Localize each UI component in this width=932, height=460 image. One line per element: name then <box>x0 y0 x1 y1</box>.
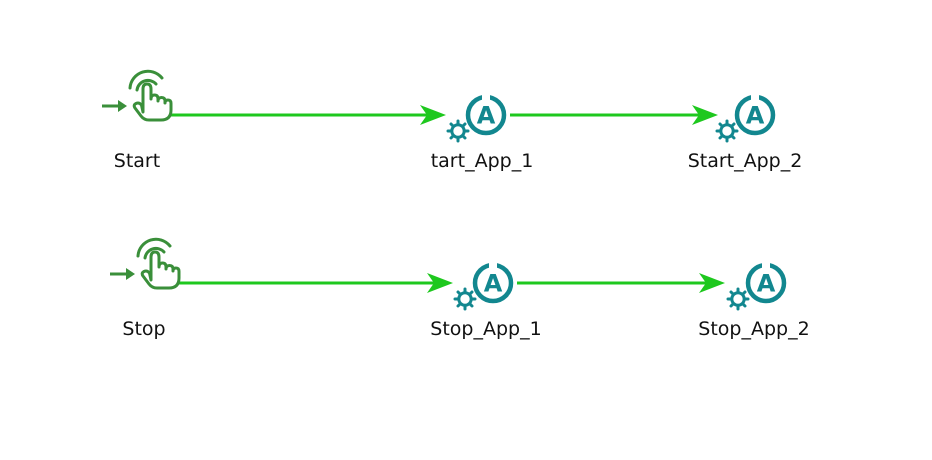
app-node-stop-app-2[interactable]: Stop_App_2 <box>698 265 810 340</box>
app-activity-icon <box>728 265 784 309</box>
hand-pointer-trigger-icon <box>100 69 173 122</box>
connector-app-1-to-app-2[interactable] <box>510 105 718 125</box>
node-label: Stop <box>122 318 165 340</box>
hand-pointer-trigger-icon <box>108 237 181 290</box>
node-label: Stop_App_2 <box>698 318 809 340</box>
connector-app-1-to-app-2[interactable] <box>517 273 725 293</box>
connector-arrowhead <box>420 105 446 125</box>
connector-stop-to-app-1[interactable] <box>177 273 453 293</box>
app-node-stop-app-1[interactable]: Stop_App_1 <box>430 265 542 340</box>
connector-arrowhead <box>699 273 725 293</box>
app-node-start-app-1[interactable]: tart_App_1 <box>431 97 534 172</box>
connector-arrowhead <box>427 273 453 293</box>
flow-stop: Stop Stop_App_1 Stop_App_2 <box>108 237 810 340</box>
node-label: Start <box>114 150 160 172</box>
node-label: tart_App_1 <box>431 150 534 172</box>
flow-start: Start tart_App_1 Start_App_2 <box>100 69 803 172</box>
app-activity-icon <box>455 265 511 309</box>
connector-start-to-app-1[interactable] <box>170 105 446 125</box>
app-activity-icon <box>717 97 773 141</box>
connector-arrowhead <box>692 105 718 125</box>
app-activity-icon <box>448 97 504 141</box>
trigger-node-start[interactable]: Start <box>100 69 173 172</box>
node-label: Stop_App_1 <box>430 318 541 340</box>
node-label: Start_App_2 <box>688 150 803 172</box>
app-node-start-app-2[interactable]: Start_App_2 <box>688 97 803 172</box>
trigger-node-stop[interactable]: Stop <box>108 237 181 340</box>
